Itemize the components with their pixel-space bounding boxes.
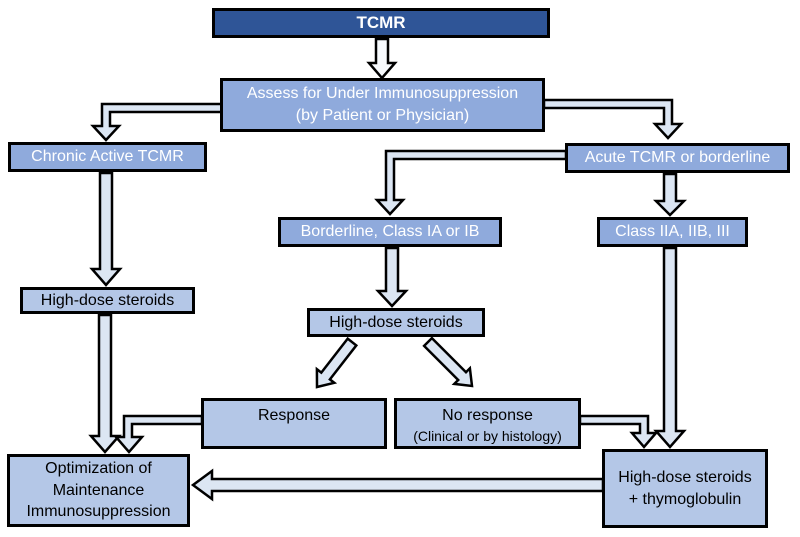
arrow-steroids-to-response-icon	[315, 336, 359, 389]
arrow-noresponse-to-thymo-icon	[578, 414, 659, 449]
node-optimization-maintenance: Optimization of Maintenance Immunosuppre…	[7, 454, 190, 527]
arrow-acute-to-class2-icon	[652, 172, 688, 217]
arrow-steroids-to-optimization-icon	[88, 313, 122, 454]
node-optimization-line1: Optimization of	[45, 460, 152, 478]
arrow-class2-to-thymo-icon	[653, 246, 687, 449]
node-chronic-label: Chronic Active TCMR	[31, 148, 184, 166]
arrow-acute-to-borderline-icon	[374, 149, 568, 216]
node-optimization-line2: Maintenance	[52, 481, 145, 499]
node-borderline-label: Borderline, Class IA or IB	[300, 223, 480, 241]
node-chronic-active-tcmr: Chronic Active TCMR	[8, 142, 207, 172]
node-high-dose-steroids-left: High-dose steroids	[20, 287, 195, 314]
arrow-chronic-to-steroids-icon	[89, 171, 123, 287]
arrow-borderline-to-steroids-icon	[375, 246, 409, 308]
node-optimization-line3: Immunosuppression	[26, 503, 171, 521]
node-assess-under-immunosuppression: Assess for Under Immunosuppression (by P…	[220, 78, 545, 132]
arrow-steroids-to-noresponse-icon	[422, 336, 474, 388]
arrow-thymo-to-optimization-icon	[190, 468, 605, 502]
node-high-dose-steroids-center: High-dose steroids	[307, 308, 485, 337]
node-high-dose-steroids-thymoglobulin: High-dose steroids + thymoglobulin	[602, 449, 768, 528]
node-noresponse-line2: (Clinical or by histology)	[413, 427, 562, 444]
node-class-iia-iib-iii: Class IIA, IIB, III	[597, 217, 748, 247]
node-assess-line2: (by Patient or Physician)	[295, 107, 470, 124]
node-response-label: Response	[257, 407, 331, 424]
node-thymo-line2: + thymoglobulin	[628, 490, 742, 508]
node-borderline-class-ia-ib: Borderline, Class IA or IB	[278, 217, 502, 247]
node-steroids-left-label: High-dose steroids	[40, 291, 175, 309]
node-thymo-line1: High-dose steroids	[618, 468, 752, 486]
arrow-response-to-optimization-icon	[113, 414, 204, 454]
node-response: Response	[201, 398, 387, 449]
arrow-assess-to-chronic-icon	[90, 102, 224, 142]
node-acute-label: Acute TCMR or borderline	[584, 149, 771, 167]
node-acute-tcmr-or-borderline: Acute TCMR or borderline	[565, 143, 790, 173]
node-tcmr: TCMR	[212, 8, 550, 38]
arrow-tcmr-to-assess-icon	[366, 37, 398, 80]
node-steroids-center-label: High-dose steroids	[329, 313, 463, 331]
node-noresponse-line1: No response	[442, 407, 533, 424]
node-assess-line1: Assess for Under Immunosuppression	[246, 85, 519, 103]
node-no-response: No response (Clinical or by histology)	[394, 398, 581, 449]
node-tcmr-label: TCMR	[356, 12, 406, 32]
node-class2-label: Class IIA, IIB, III	[615, 223, 730, 241]
arrow-assess-to-acute-icon	[542, 98, 684, 140]
